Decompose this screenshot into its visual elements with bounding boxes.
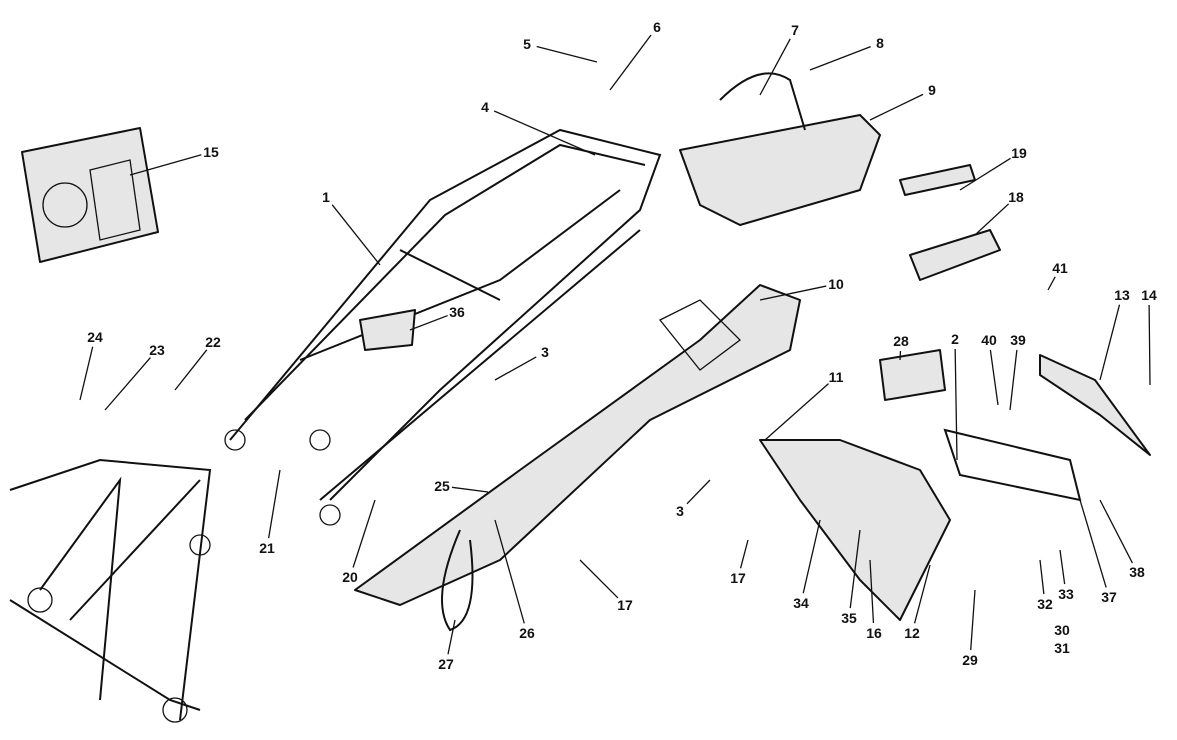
part-number-label: 21 [259,540,275,556]
leader-line [809,45,871,71]
part-number-label: 26 [519,625,535,641]
tool-kit-part [909,229,1001,281]
leader-line [1079,499,1107,588]
tail-fairing-part [354,284,801,606]
rear-subframe-part [224,128,662,526]
leader-line [494,356,537,381]
part-number-label: 35 [841,610,857,626]
part-number-label: 41 [1052,260,1068,276]
leader-line [268,469,281,539]
part-number-label: 10 [828,276,844,292]
leader-line [970,589,976,651]
part-number-label: 33 [1058,586,1074,602]
part-number-label: 18 [1008,189,1024,205]
part-number-label: 24 [87,329,103,345]
leader-line [869,93,924,121]
leader-line [494,519,525,624]
leader-line [352,499,376,568]
part-number-label: 30 [1054,622,1070,638]
part-number-label: 38 [1129,564,1145,580]
leader-line [849,529,861,609]
part-number-label: 36 [449,304,465,320]
leader-line [989,349,999,406]
leader-line [764,383,829,441]
part-number-label: 14 [1141,287,1157,303]
part-number-label: 34 [793,595,809,611]
part-number-label: 3 [676,503,684,519]
leader-line [1099,499,1134,564]
part-number-label: 3 [541,344,549,360]
leader-line [1039,559,1045,595]
part-number-label: 4 [481,99,489,115]
leader-line [1099,304,1121,381]
leader-line [974,203,1010,236]
plate-bracket-part [943,428,1082,502]
leader-line [1009,349,1018,411]
leader-line [451,486,489,493]
part-number-label: 2 [951,331,959,347]
main-frame-part [9,458,212,723]
part-number-label: 6 [653,19,661,35]
cable-part [441,529,474,632]
leader-line [913,564,931,624]
part-number-label: 1 [322,189,330,205]
reflector-part [1039,354,1151,456]
leader-line [493,110,596,156]
leader-line [1059,549,1066,585]
leader-line [579,559,619,599]
leader-line [1148,304,1151,386]
leader-line [609,34,652,91]
part-number-label: 25 [434,478,450,494]
part-number-label: 9 [928,82,936,98]
leader-line [447,619,456,655]
leader-line [331,204,381,266]
part-number-label: 31 [1054,640,1070,656]
part-number-label: 23 [149,342,165,358]
leader-line [759,285,827,301]
part-number-label: 16 [866,625,882,641]
part-number-label: 19 [1011,145,1027,161]
part-number-label: 40 [981,332,997,348]
leader-line [79,346,94,401]
tail-light-part [879,349,946,401]
leader-line [409,314,448,331]
part-number-label: 11 [828,369,844,385]
part-number-label: 17 [730,570,746,586]
part-number-label: 17 [617,597,633,613]
leader-line [686,479,711,505]
part-number-label: 32 [1037,596,1053,612]
leader-line [802,519,821,594]
part-number-label: 22 [205,334,221,350]
leader-line [759,38,791,96]
leader-line [536,45,598,63]
leader-line [129,154,202,176]
part-number-label: 39 [1010,332,1026,348]
part-number-label: 13 [1114,287,1130,303]
part-number-label: 8 [876,35,884,51]
leader-lines [79,34,1151,655]
plate-holder-part [21,127,159,263]
part-number-label: 7 [791,22,799,38]
part-number-label: 37 [1101,589,1117,605]
leader-line [959,157,1011,191]
part-number-label: 29 [962,652,978,668]
leader-line [174,349,208,391]
part-number-label: 20 [342,569,358,585]
part-number-label: 28 [893,333,909,349]
part-number-label: 27 [438,656,454,672]
cover-part [899,164,976,196]
leader-line [104,357,151,411]
battery-tray-part [679,72,881,226]
leader-line [869,559,875,624]
leader-line [739,539,749,569]
part-number-label: 5 [523,36,531,52]
part-number-label: 12 [904,625,920,641]
leader-line [954,348,958,461]
mudguard-part [759,439,951,621]
leader-line [1047,276,1056,291]
part-number-label: 15 [203,144,219,160]
